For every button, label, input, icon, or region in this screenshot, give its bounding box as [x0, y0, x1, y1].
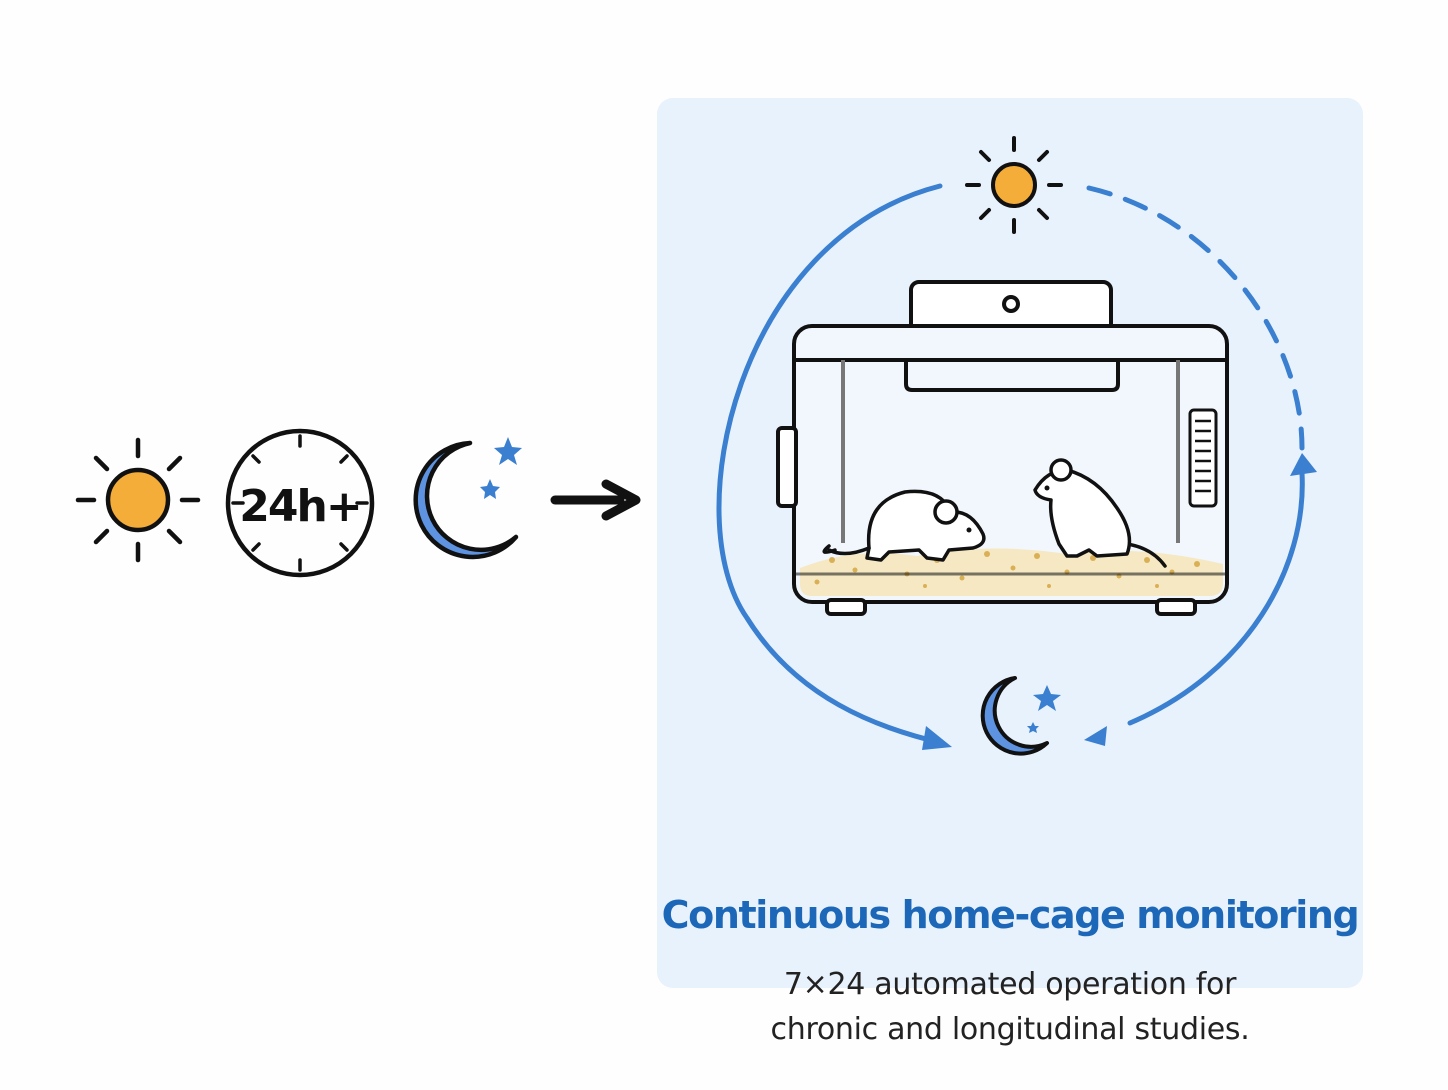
- panel-title: Continuous home-cage monitoring: [661, 893, 1360, 937]
- arrowhead-left: [922, 726, 952, 750]
- moon-stars-icon: [413, 437, 522, 560]
- cycle-arrows: [716, 183, 1305, 746]
- monitoring-panel: Continuous home-cage monitoring 7×24 aut…: [657, 98, 1363, 1047]
- arrowhead-bottom-right: [1084, 726, 1107, 746]
- cycle-arc-right: [1127, 470, 1305, 726]
- clock-icon: 24h+: [225, 428, 375, 578]
- panel-subtitle-line-2: chronic and longitudinal studies.: [770, 1012, 1250, 1047]
- panel-subtitle: 7×24 automated operation for chronic and…: [657, 962, 1363, 1052]
- bedding: [800, 548, 1223, 596]
- left-sequence: 24h+: [0, 0, 660, 1086]
- monitoring-illustration: [716, 136, 1317, 756]
- cycle-arc-left: [716, 183, 945, 746]
- cage-foot-right: [1155, 598, 1197, 616]
- cycle-arc-dashed: [1086, 185, 1305, 451]
- cage-handle: [776, 426, 798, 508]
- arrowhead-right-up: [1290, 453, 1317, 476]
- panel-subtitle-line-1: 7×24 automated operation for: [783, 967, 1237, 1002]
- mouse-left: [822, 489, 986, 562]
- home-cage-icon: [776, 280, 1229, 616]
- moon-stars-icon: [980, 676, 1061, 756]
- mouse-right: [1033, 458, 1167, 568]
- cage-foot-left: [825, 598, 867, 616]
- clock-label: 24h+: [239, 481, 360, 532]
- left-sequence-svg: 24h+: [75, 428, 641, 578]
- sun-icon: [75, 437, 201, 563]
- arrow-right-icon: [550, 479, 641, 521]
- camera-lens: [1002, 295, 1020, 313]
- sun-icon: [965, 136, 1063, 234]
